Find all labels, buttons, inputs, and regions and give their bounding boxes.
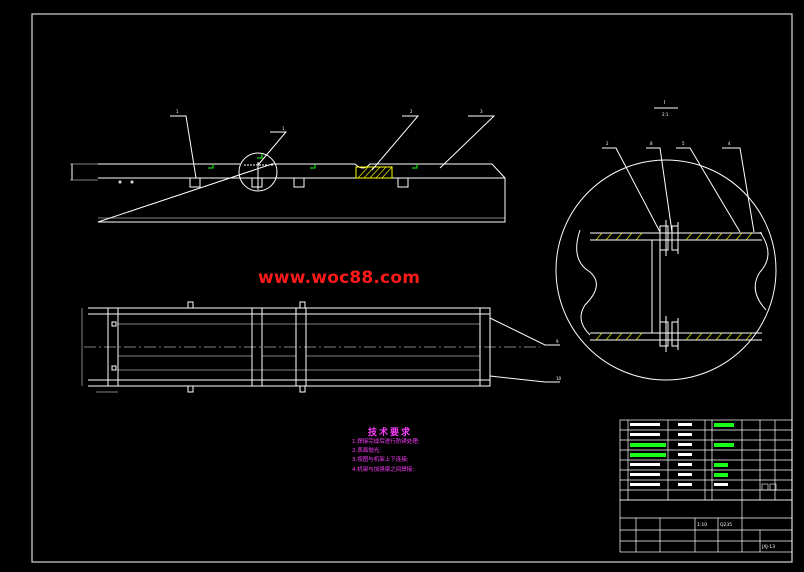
balloon-label: 8	[650, 141, 653, 146]
balloon-label: 9	[556, 339, 559, 344]
balloon-label: 1	[282, 126, 285, 131]
requirement-note: 2.表面抛光;	[352, 448, 382, 455]
balloon-label: 10	[556, 376, 562, 381]
detail-view	[555, 107, 777, 381]
plan-view	[81, 301, 560, 393]
requirement-note: 3.按图与机架上下连接;	[352, 457, 409, 464]
detail-label: I	[664, 100, 665, 106]
requirement-note: 4.机架与加强梁之间焊接;	[352, 466, 415, 473]
technical-requirements-notes: 1.焊接完成后进行防锈处理; 2.表面抛光; 3.按图与机架上下连接; 4.机架…	[352, 438, 420, 475]
title-block-drawing-number: JXJ-13	[761, 544, 775, 550]
balloon-label: 3	[480, 109, 483, 114]
balloon-label: 1	[176, 109, 179, 114]
bill-of-materials	[619, 419, 793, 501]
bom-green-cells	[630, 423, 734, 477]
title-block-scale: 1:10	[697, 522, 707, 528]
title-block-material: Q235	[720, 522, 732, 528]
balloon-label: 2	[410, 109, 413, 114]
balloon-label: 5	[682, 141, 685, 146]
title-block	[619, 499, 793, 553]
technical-requirements-title: 技术要求	[368, 428, 413, 438]
requirement-note: 1.焊接完成后进行防锈处理;	[352, 439, 420, 445]
weld-symbols	[208, 154, 418, 169]
drawing-frame	[31, 13, 793, 563]
watermark-text: www.woc88.com	[258, 268, 421, 288]
hatch	[595, 232, 753, 341]
side-view	[70, 115, 506, 223]
detail-scale: 2:1	[662, 112, 669, 117]
balloon-label: 4	[728, 141, 731, 146]
bom-text-marks	[630, 423, 728, 486]
balloon-label: 2	[606, 141, 609, 146]
